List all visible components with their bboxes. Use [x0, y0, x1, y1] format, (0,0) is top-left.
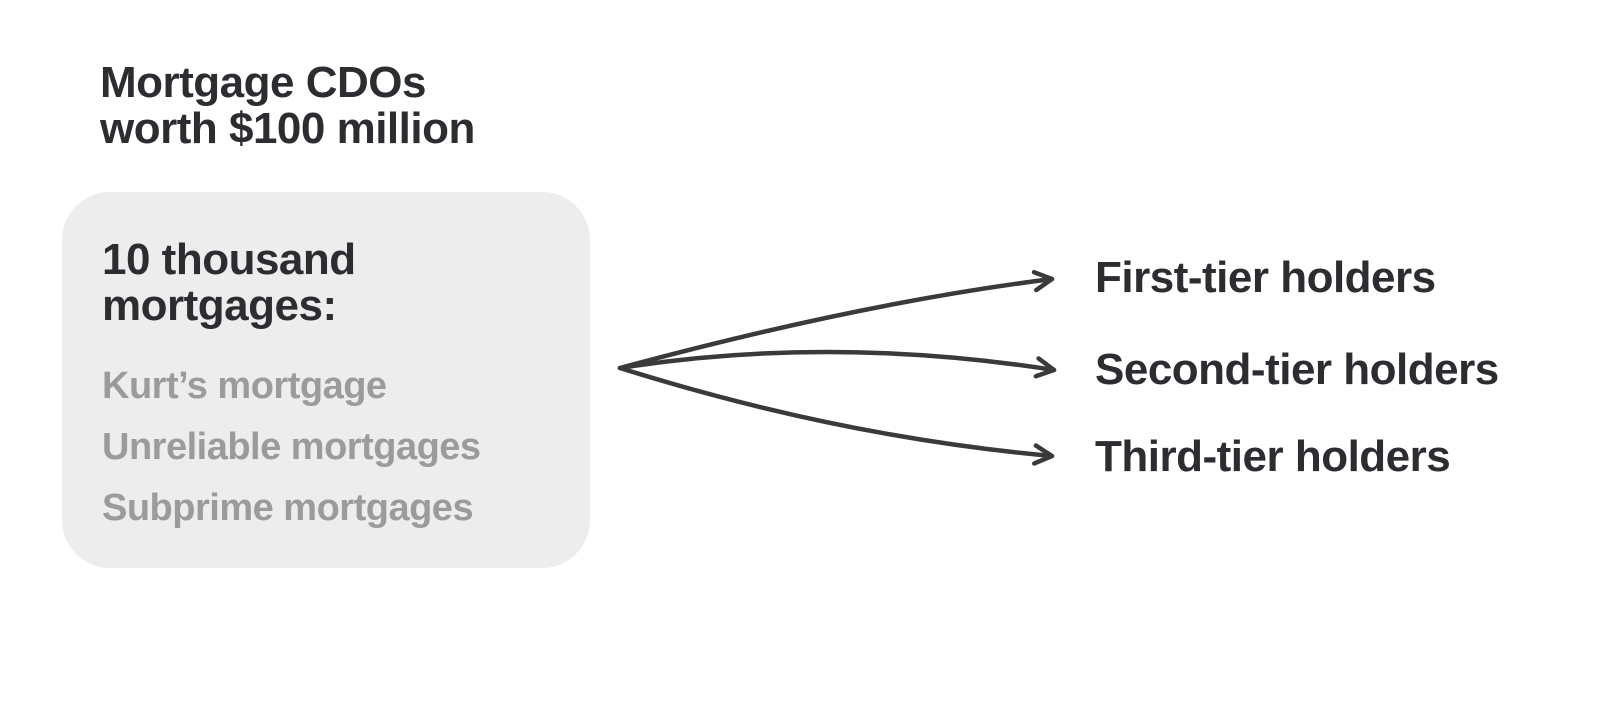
- diagram-title: Mortgage CDOs worth $100 million: [100, 58, 475, 153]
- arrow-to-second-tier-icon: [617, 349, 1057, 379]
- arrow-to-third-tier-icon: [617, 365, 1055, 466]
- mortgage-pool-box: 10 thousand mortgages: Kurt’s mortgage U…: [62, 192, 590, 568]
- tier-label-first: First-tier holders: [1095, 253, 1436, 302]
- pool-item-unreliable-mortgages: Unreliable mortgages: [102, 426, 481, 468]
- pool-item-subprime-mortgages: Subprime mortgages: [102, 487, 474, 529]
- pool-heading: 10 thousand mortgages:: [102, 235, 356, 330]
- tier-label-third: Third-tier holders: [1095, 432, 1451, 481]
- pool-item-kurts-mortgage: Kurt’s mortgage: [102, 365, 387, 407]
- tier-label-second: Second-tier holders: [1095, 345, 1499, 394]
- arrow-to-first-tier-icon: [617, 269, 1055, 371]
